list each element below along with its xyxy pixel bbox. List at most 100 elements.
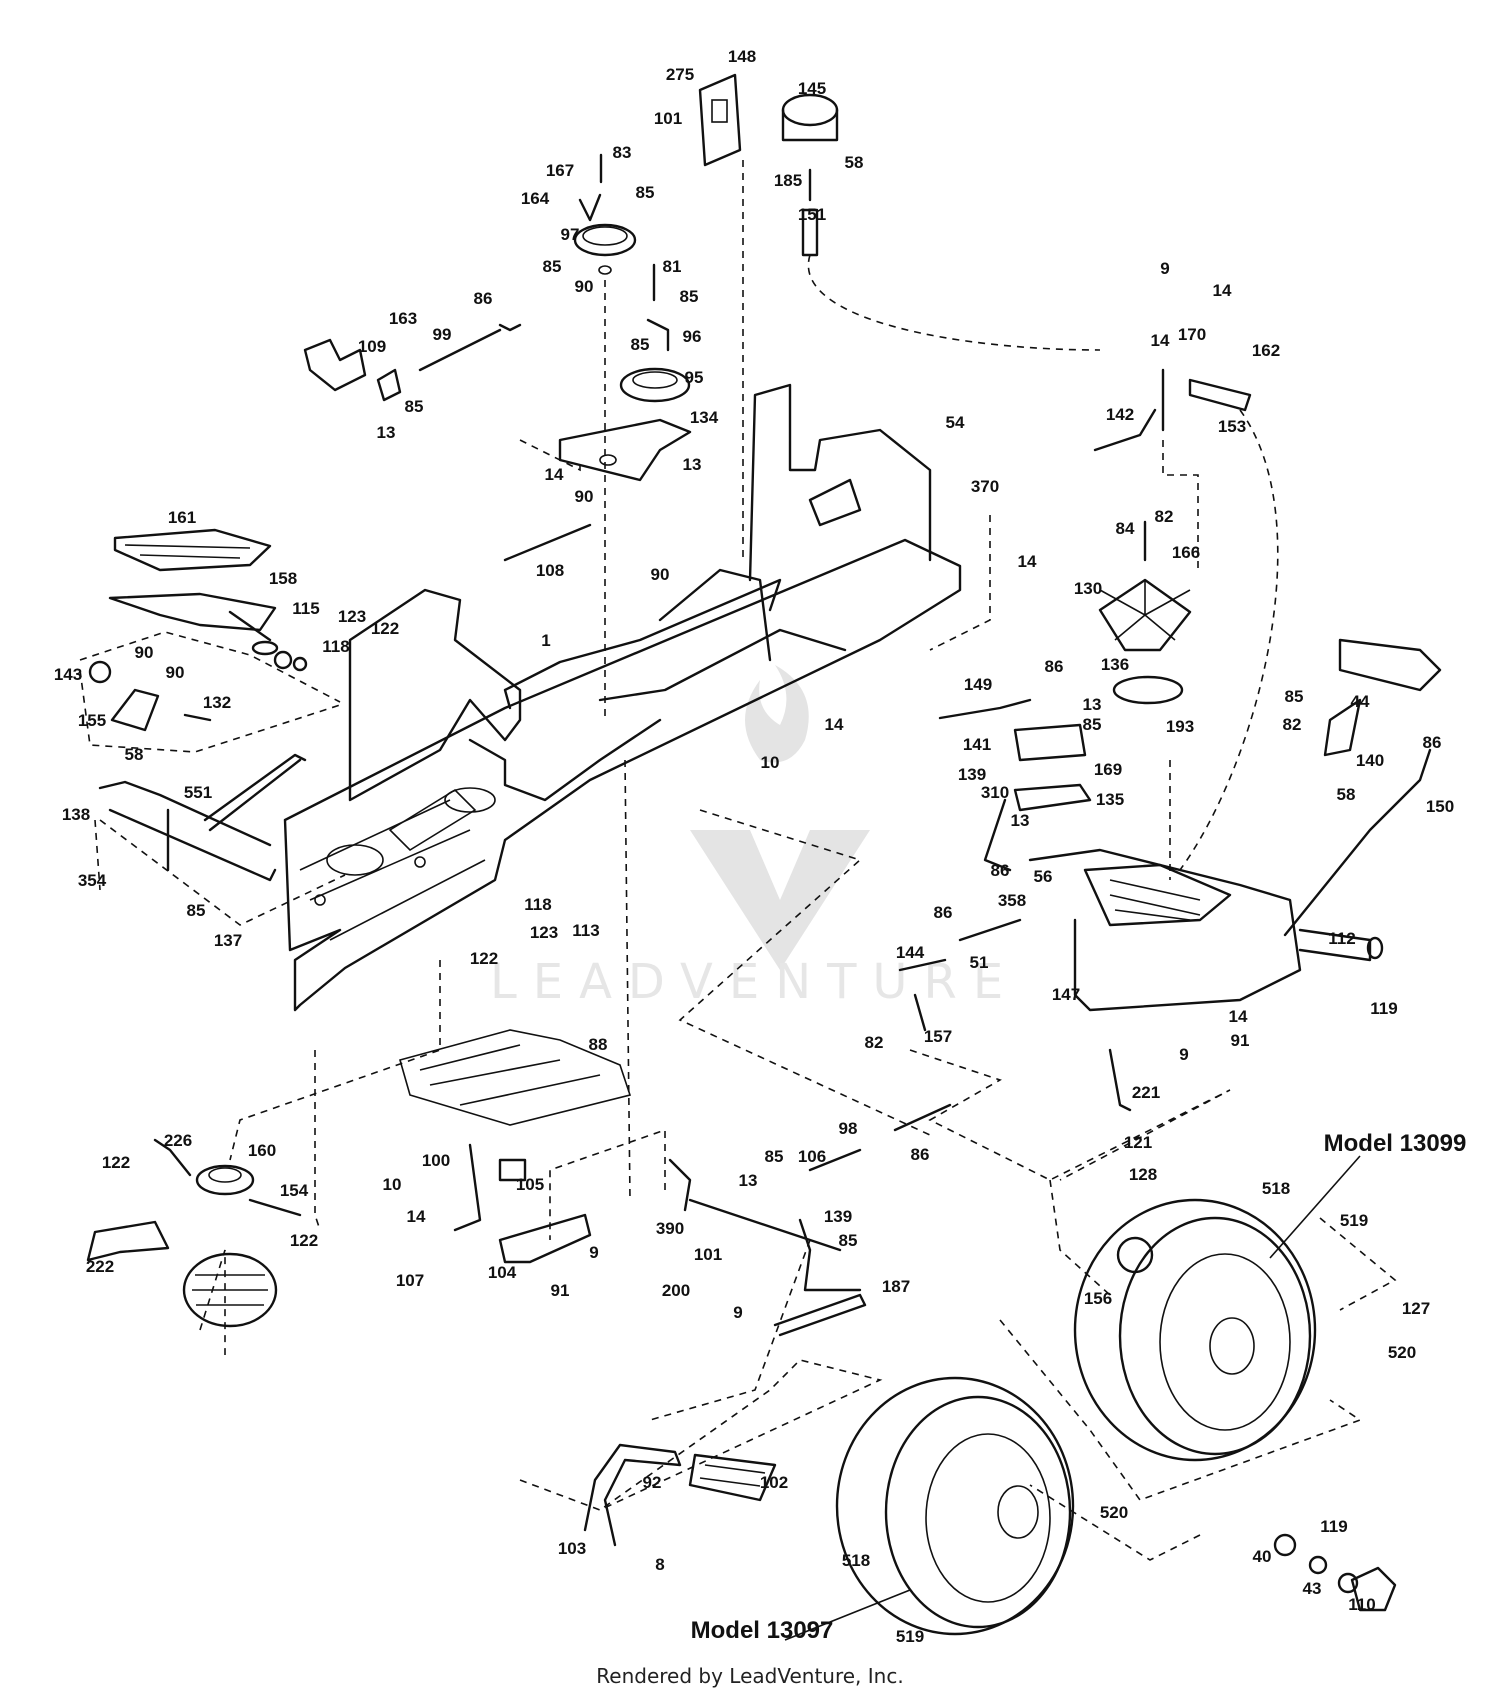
callout-83: 83	[613, 143, 632, 162]
callout-162: 162	[1252, 341, 1280, 360]
model-label: Model 13099	[1324, 1130, 1467, 1157]
callout-13: 13	[1083, 695, 1102, 714]
callout-136: 136	[1101, 655, 1129, 674]
callout-139: 139	[958, 765, 986, 784]
callout-14: 14	[1229, 1007, 1248, 1026]
callout-187: 187	[882, 1277, 910, 1296]
callout-130: 130	[1074, 579, 1102, 598]
callout-96: 96	[683, 327, 702, 346]
callout-151: 151	[798, 205, 826, 224]
callout-100: 100	[422, 1151, 450, 1170]
callout-85: 85	[543, 257, 562, 276]
transaxle-assembly	[938, 368, 1442, 1012]
callout-58: 58	[1337, 785, 1356, 804]
callout-139: 139	[824, 1207, 852, 1226]
callout-112: 112	[1328, 929, 1355, 948]
callout-95: 95	[685, 368, 704, 387]
callout-14: 14	[1018, 552, 1037, 571]
callout-90: 90	[166, 663, 185, 682]
callout-153: 153	[1218, 417, 1246, 436]
callout-43: 43	[1303, 1579, 1322, 1598]
callout-185: 185	[774, 171, 802, 190]
callout-10: 10	[383, 1175, 402, 1194]
callout-91: 91	[1231, 1031, 1250, 1050]
callout-155: 155	[78, 711, 106, 730]
callout-149: 149	[964, 675, 992, 694]
callout-170: 170	[1178, 325, 1206, 344]
rendered-by-footer: Rendered by LeadVenture, Inc.	[596, 1664, 904, 1688]
model-pointers	[784, 1155, 1361, 1641]
rear-wheel-13097	[835, 1376, 1075, 1636]
callout-160: 160	[248, 1141, 276, 1160]
callout-154: 154	[280, 1181, 309, 1200]
callout-119: 119	[1370, 999, 1397, 1018]
watermark-text: LEADVENTURE	[490, 954, 1019, 1010]
callout-193: 193	[1166, 717, 1194, 736]
callout-14: 14	[1151, 331, 1170, 350]
callout-85: 85	[631, 335, 650, 354]
callout-520: 520	[1100, 1503, 1128, 1522]
callout-51: 51	[970, 953, 989, 972]
callout-142: 142	[1106, 405, 1134, 424]
clutch-assembly	[86, 1138, 302, 1328]
callout-551: 551	[184, 783, 212, 802]
callout-137: 137	[214, 931, 242, 950]
callout-81: 81	[663, 257, 682, 276]
callout-113: 113	[572, 921, 599, 940]
callout-135: 135	[1096, 790, 1124, 809]
callout-122: 122	[102, 1153, 130, 1172]
callout-141: 141	[963, 735, 991, 754]
callout-122: 122	[470, 949, 498, 968]
callout-90: 90	[651, 565, 670, 584]
callout-9: 9	[1160, 259, 1169, 278]
callout-110: 110	[1348, 1595, 1375, 1614]
callout-109: 109	[358, 337, 386, 356]
callout-86: 86	[1045, 657, 1064, 676]
callout-82: 82	[1283, 715, 1302, 734]
callout-85: 85	[765, 1147, 784, 1166]
callout-85: 85	[1285, 687, 1304, 706]
callout-158: 158	[269, 569, 297, 588]
callout-164: 164	[521, 189, 550, 208]
callout-118: 118	[322, 637, 349, 656]
callout-90: 90	[575, 277, 594, 296]
idler-assembly-upper	[303, 153, 692, 562]
callout-58: 58	[125, 745, 144, 764]
callout-56: 56	[1034, 867, 1053, 886]
callout-90: 90	[135, 643, 154, 662]
callout-54: 54	[946, 413, 965, 432]
callout-14: 14	[825, 715, 844, 734]
callout-85: 85	[405, 397, 424, 416]
callout-86: 86	[991, 861, 1010, 880]
callout-148: 148	[728, 47, 756, 66]
callout-105: 105	[516, 1175, 544, 1194]
callout-101: 101	[654, 109, 682, 128]
leadventure-logo-watermark: LEADVENTURE	[490, 665, 1019, 1010]
callout-518: 518	[842, 1551, 870, 1570]
callout-88: 88	[589, 1035, 608, 1054]
callout-101: 101	[694, 1245, 722, 1264]
callout-85: 85	[1083, 715, 1102, 734]
rear-wheel-13099	[1073, 1198, 1317, 1462]
callout-82: 82	[865, 1033, 884, 1052]
callout-13: 13	[1011, 811, 1030, 830]
callout-14: 14	[1213, 281, 1232, 300]
callout-103: 103	[558, 1539, 586, 1558]
callout-122: 122	[290, 1231, 318, 1250]
callout-128: 128	[1129, 1165, 1157, 1184]
callout-127: 127	[1402, 1299, 1430, 1318]
callout-122: 122	[371, 619, 399, 638]
callout-222: 222	[86, 1257, 114, 1276]
callout-85: 85	[636, 183, 655, 202]
callout-86: 86	[934, 903, 953, 922]
callout-134: 134	[690, 408, 719, 427]
callout-86: 86	[911, 1145, 930, 1164]
callout-86: 86	[1423, 733, 1442, 752]
callout-150: 150	[1426, 797, 1454, 816]
callout-200: 200	[662, 1281, 690, 1300]
brake-pedal	[583, 1443, 777, 1547]
callout-390: 390	[656, 1219, 684, 1238]
callout-169: 169	[1094, 760, 1122, 779]
